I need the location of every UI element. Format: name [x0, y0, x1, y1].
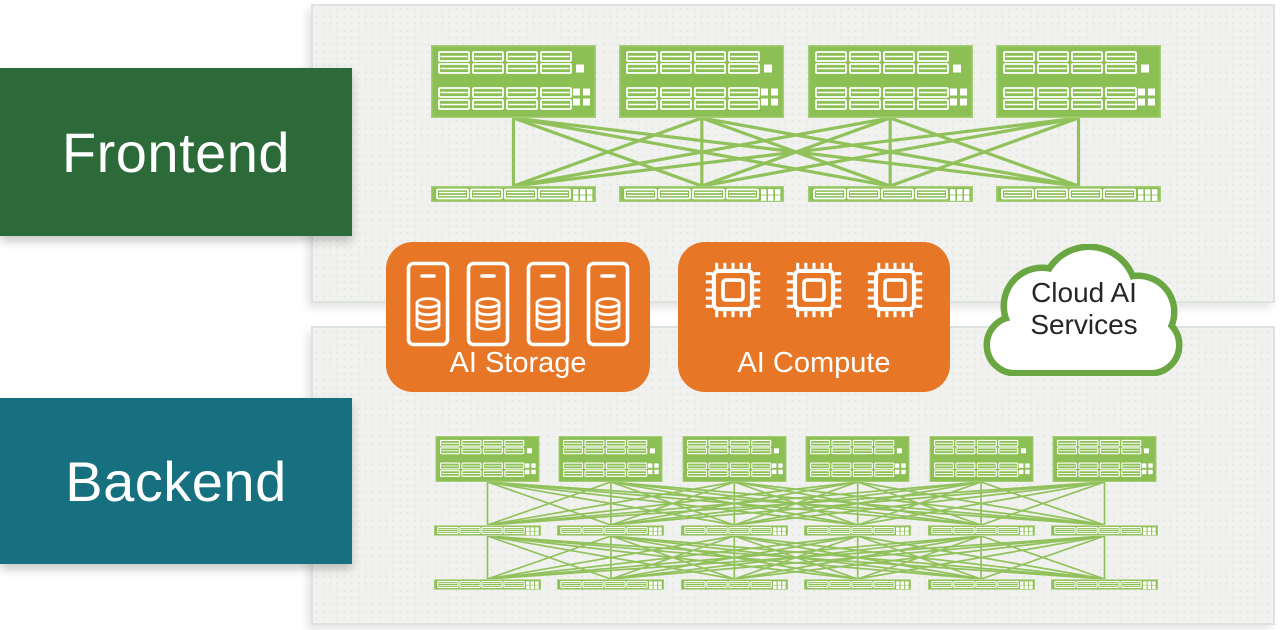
gpu-chip-icon: [786, 262, 842, 318]
cloud-icon: [983, 244, 1183, 376]
leaf-switch-icon: [431, 186, 596, 202]
leaf-switch-icon: [996, 186, 1161, 202]
cloud-ai-services: Cloud AI Services: [962, 244, 1206, 376]
gpu-chip-icon: [705, 262, 761, 318]
mesh-links: [511, 118, 1081, 186]
frontend-label-box: Frontend: [0, 68, 352, 236]
spine-switch-icon: [431, 45, 596, 118]
storage-server-icon: [526, 261, 570, 347]
leaf-switch-icon: [1051, 525, 1158, 536]
ai-compute-card: AI Compute: [678, 242, 950, 392]
leaf-switch-icon: [557, 579, 665, 590]
leaf-switch-icon: [807, 186, 973, 202]
spine-switch-icon: [807, 45, 973, 118]
leaf-switch-icon: [680, 525, 788, 536]
spine-switch-icon: [558, 436, 663, 482]
frontend-fabric: [313, 6, 1273, 301]
spine-switch-icon: [682, 436, 787, 482]
leaf-switch-icon: [927, 579, 1035, 590]
storage-server-icon: [406, 261, 450, 347]
storage-icons-row: [406, 261, 630, 347]
frontend-label: Frontend: [61, 120, 291, 184]
spine-switch-icon: [435, 436, 540, 482]
ai-compute-label: AI Compute: [737, 347, 891, 379]
ai-storage-card: AI Storage: [386, 242, 650, 392]
leaf-switch-icon: [927, 525, 1035, 536]
storage-server-icon: [586, 261, 630, 347]
ai-storage-label: AI Storage: [449, 347, 587, 379]
leaf-switch-icon: [434, 525, 541, 536]
leaf-switch-icon: [619, 186, 785, 202]
backend-label: Backend: [65, 449, 287, 513]
leaf-switch-icon: [804, 579, 912, 590]
leaf-switch-icon: [434, 579, 541, 590]
leaf-switch-icon: [557, 525, 665, 536]
leaf-switch-icon: [1051, 579, 1158, 590]
spine-switch-icon: [996, 45, 1161, 118]
mesh-links: [486, 536, 1106, 579]
leaf-switch-icon: [804, 525, 912, 536]
gpu-chip-icon: [867, 262, 923, 318]
compute-icons-row: [704, 261, 924, 319]
spine-switch-icon: [619, 45, 785, 118]
mesh-links: [486, 482, 1106, 525]
spine-switch-icon: [929, 436, 1034, 482]
cloud-label-line1: Cloud AI: [1031, 277, 1137, 308]
cloud-label: Cloud AI Services: [962, 277, 1206, 341]
spine-switch-icon: [805, 436, 910, 482]
leaf-switch-icon: [680, 579, 788, 590]
spine-switch-icon: [1052, 436, 1157, 482]
storage-server-icon: [466, 261, 510, 347]
backend-fabric: [313, 328, 1273, 623]
backend-label-box: Backend: [0, 398, 352, 564]
cloud-label-line2: Services: [1030, 308, 1138, 340]
frontend-fabric-panel: [311, 4, 1275, 303]
